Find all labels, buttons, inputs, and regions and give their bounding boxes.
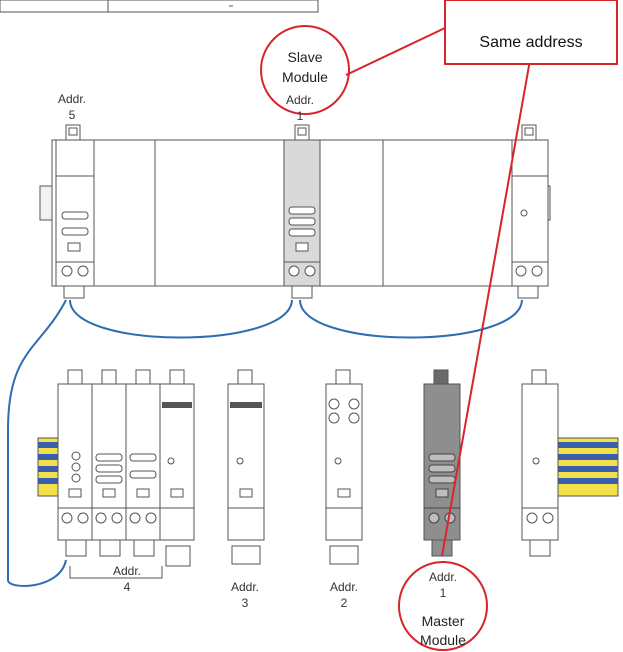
- slave-addr-value: 1: [297, 109, 304, 123]
- top-bus-cables: [7, 299, 523, 587]
- module-addr3: [227, 369, 265, 565]
- master-module: [423, 369, 461, 557]
- led-slot: [61, 211, 89, 220]
- slave-label-line2: Module: [282, 69, 328, 85]
- addr3-value: 3: [242, 596, 249, 610]
- addr5-value: 5: [69, 108, 76, 122]
- addr3-label: Addr.: [231, 580, 259, 594]
- slave-label-line1: Slave: [287, 49, 322, 65]
- address-labels: Addr. 5 Addr. 1 Addr. 4 Addr. 3 Addr. 2 …: [58, 92, 457, 610]
- slave-module: [283, 124, 321, 299]
- top-rail-assembly: [39, 124, 551, 299]
- addr5-label: Addr.: [58, 92, 86, 106]
- top-module-addr5: [55, 124, 95, 299]
- module-addr2: [325, 369, 363, 565]
- usb-port-icon: [67, 242, 81, 252]
- slave-addr-label: Addr.: [286, 93, 314, 107]
- top-module-right: [511, 124, 549, 299]
- bottom-rail-assembly: [37, 369, 619, 579]
- addr4-bracket: [69, 566, 163, 579]
- master-label-line1: Master: [422, 613, 465, 629]
- master-addr-value: 1: [440, 586, 447, 600]
- bottom-module-right: [521, 369, 559, 557]
- master-label-line2: Module: [420, 632, 466, 648]
- module-group-addr4: [57, 369, 195, 567]
- addr4-value: 4: [124, 580, 131, 594]
- screw-terminal-icon: [77, 265, 89, 277]
- led-slot: [61, 227, 89, 236]
- table-fragment: [0, 0, 319, 13]
- screw-terminal-icon: [61, 265, 73, 277]
- master-addr-label: Addr.: [429, 570, 457, 584]
- addr2-label: Addr.: [330, 580, 358, 594]
- bus-connector-right: [555, 437, 619, 497]
- addr4-label: Addr.: [113, 564, 141, 578]
- same-address-box: [444, 0, 618, 65]
- bus-connector-left: [37, 437, 61, 497]
- master-callout-circle: [398, 561, 488, 651]
- same-address-label: Same address: [479, 34, 582, 51]
- addr2-value: 2: [341, 596, 348, 610]
- callout-pointer-master: [441, 59, 531, 557]
- callouts: Same address Slave Module Master Module: [260, 0, 618, 651]
- callout-pointer-slave: [345, 27, 446, 76]
- slave-callout-circle: [260, 25, 350, 115]
